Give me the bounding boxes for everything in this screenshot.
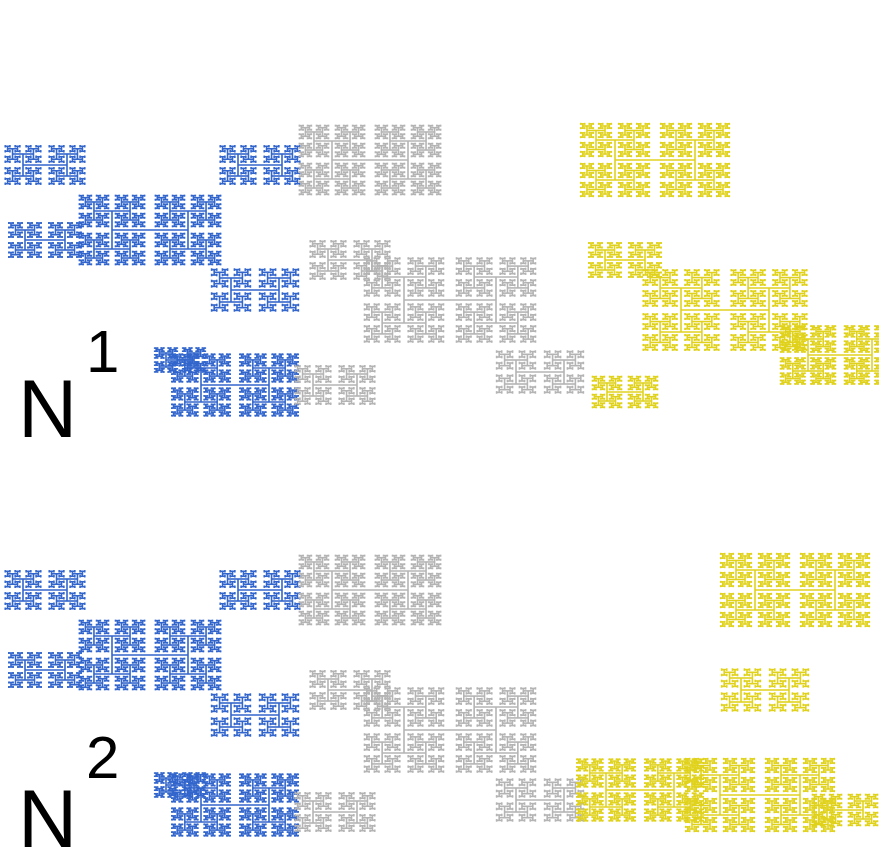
fractal-group: [5, 123, 879, 837]
